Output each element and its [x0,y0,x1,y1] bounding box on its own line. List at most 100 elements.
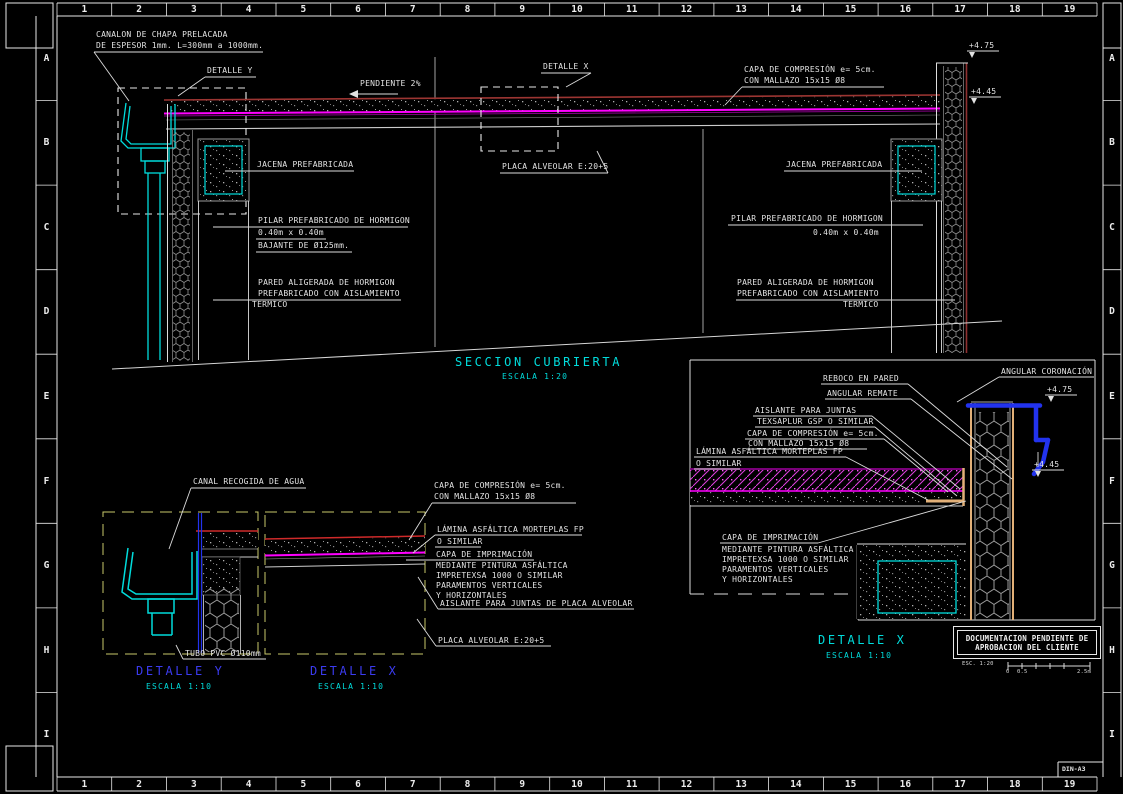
grid-row-label: B [43,137,50,149]
grid-row-label: E [1109,391,1115,403]
dx-membrane-line2: O SIMILAR [437,537,483,546]
grid-row-label: I [1109,729,1115,741]
section-drawing [111,57,1003,370]
grid-col-label: 9 [519,778,526,790]
right-wall-hatch [945,67,962,353]
terrain-line [111,320,1003,370]
dx-membrane-line1: LÁMINA ASFÁLTICA MORTEPLAS FP [437,525,584,534]
dx-compression-line1: CAPA DE COMPRESIÓN e= 5cm. [434,481,566,490]
detail-x-big-scale: ESCALA 1:10 [826,651,893,660]
grid-col-label: 1 [81,4,88,15]
left-wall-hatch [173,132,190,361]
detail-y-title: DETALLE Y [136,664,225,678]
grid-row-label: D [1109,306,1115,318]
grid-col-label: 8 [464,778,471,790]
grid-row-label: B [1109,137,1115,149]
detail-y-reference-label: DETALLE Y [207,66,253,75]
grid-row-label: H [43,644,50,656]
detail-x-refbox [480,86,559,152]
grid-col-label: 9 [519,4,526,15]
detail-x-big-symbols [1035,396,1054,477]
coping-angular-profile [965,403,1051,477]
grid-row-label: E [43,391,50,403]
hollow-slab-label: PLACA ALVEOLAR E:20+5 [502,162,609,171]
sheet-border [5,2,1122,792]
grid-col-label: 3 [190,778,197,790]
grid-col-label: 5 [300,778,307,790]
grid-row-label: I [43,729,50,741]
bx-primer-line4: PARAMENTOS VERTICALES [722,565,829,574]
grid-col-label: 18 [1009,778,1021,790]
grid-row-label: G [1109,560,1115,572]
bx-elevation-475: +4.75 [1047,385,1073,394]
bx-compression-line1: CAPA DE COMPRESIÓN e= 5cm. [747,429,879,438]
compression-layer-note-line1: CAPA DE COMPRESIÓN e= 5cm. [744,65,876,74]
bx-primer-line2: MEDIANTE PINTURA ASFÁLTICA [722,545,854,554]
grid-col-label: 17 [954,4,966,15]
grid-col-label: 15 [844,778,857,790]
detail-x-big-drawing [689,359,1096,621]
grid-row-label: F [1109,475,1115,487]
detail-y-annotations [168,487,306,660]
downpipe-label: BAJANTE DE Ø125mm. [258,241,350,250]
dx-compression-line2: CON MALLAZO 15x15 Ø8 [434,492,536,501]
grid-col-label: 3 [190,4,197,15]
grid-col-label: 15 [844,4,857,15]
grid-col-label: 8 [464,4,471,15]
dx-primer-line5: Y HORIZONTALES [436,591,507,600]
grid-col-label: 19 [1063,4,1076,15]
left-wall-note-line1: PARED ALIGERADA DE HORMIGON [258,278,395,287]
water-channel-label: CANAL RECOGIDA DE AGUA [193,477,305,486]
right-jacena [890,138,943,202]
scalebar-label: ESC. 1:20 [962,661,994,667]
left-column-dim: 0.40m x 0.40m [258,228,324,237]
dx-primer-line3: IMPRETEXSA 1000 O SIMILAR [436,571,563,580]
detail-gutter [121,547,198,636]
grid-col-label: 1 [81,778,88,790]
grid-col-label: 6 [355,778,361,790]
grid-col-label: 2 [136,4,142,15]
section-annotations [93,50,1001,301]
sheet-format-label: DIN-A3 [1062,765,1086,773]
grid-col-label: 19 [1063,778,1076,790]
section-title: SECCION CUBRIERTA [455,355,623,369]
grid-col-label: 12 [680,778,693,790]
bx-primer-line5: Y HORIZONTALES [722,575,793,584]
grid-row-label: A [1109,52,1115,64]
grid-col-label: 11 [625,4,638,15]
scalebar-tick-0: 0 [1006,669,1010,675]
grid-col-label: 16 [899,778,912,790]
bx-membrane-line1: LÁMINA ASFÁLTICA MORTEPLAS FP [696,447,843,456]
dx-joint-insulation-label: AISLANTE PARA JUNTAS DE PLACA ALVEOLAR [440,599,633,608]
dx-hollow-slab-label: PLACA ALVEOLAR E:20+5 [438,636,545,645]
grid-row-label: G [43,560,50,572]
bx-primer-line3: IMPRETEXSA 1000 O SIMILAR [722,555,849,564]
detail-x-big-annotations [694,376,1094,544]
grid-col-label: 5 [300,4,307,15]
right-wall-note-line3: TERMICO [843,300,879,309]
bx-membrane-line2: O SIMILAR [696,459,742,468]
detail-y-drawing [102,511,259,655]
section-symbols [349,52,977,104]
slope-label: PENDIENTE 2% [360,79,421,88]
grid-row-label: H [1109,644,1115,656]
right-wall-note-line1: PARED ALIGERADA DE HORMIGON [737,278,874,287]
sheet-border-ticks [36,3,1121,791]
right-beam-label: JACENA PREFABRICADA [786,160,883,169]
bx-elevation-445: +4.45 [1034,460,1060,469]
approval-stamp-box: DOCUMENTACION PENDIENTE DE APROBACION DE… [953,626,1101,659]
bx-edge-angular-label: ANGULAR REMATE [827,389,898,398]
grid-col-label: 7 [409,778,416,790]
grid-row-label: D [43,306,50,318]
grid-col-label: 10 [571,778,583,790]
bx-wall-plaster-label: REBOCO EN PARED [823,374,899,383]
scale-bar [1007,662,1091,670]
detail-y-wall-hatch [205,588,239,652]
left-column-label: PILAR PREFABRICADO DE HORMIGON [258,216,410,225]
grid-col-label: 6 [355,4,361,15]
